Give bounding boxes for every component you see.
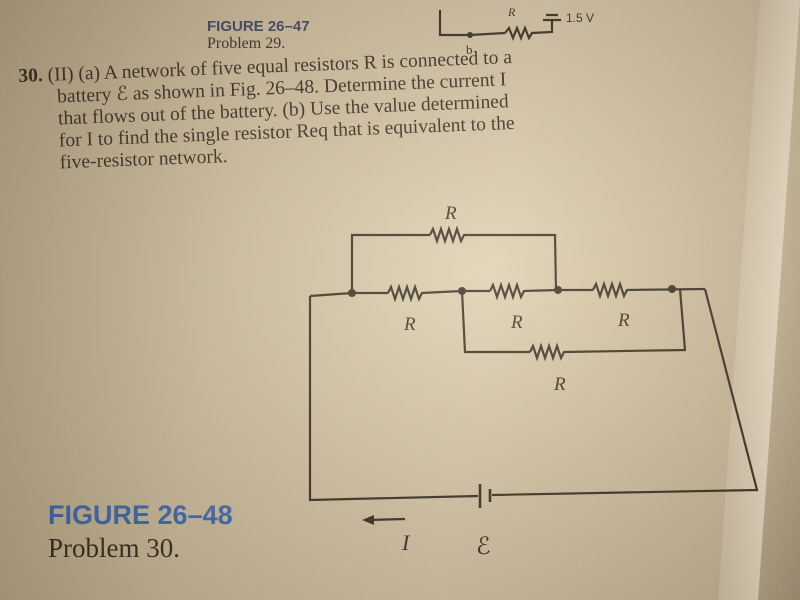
figure-caption: Problem 30. bbox=[48, 533, 180, 563]
wire bbox=[350, 233, 430, 293]
resistor-label: R bbox=[553, 374, 566, 395]
resistor-middle-left bbox=[387, 283, 490, 303]
figure-title: FIGURE 26–47 bbox=[207, 18, 310, 35]
resistor-middle-right bbox=[592, 280, 706, 300]
battery-symbol bbox=[478, 484, 492, 508]
resistor-label: R bbox=[444, 203, 457, 224]
resistor-bottom bbox=[529, 288, 687, 362]
resistor-middle-center bbox=[489, 281, 593, 301]
wire bbox=[491, 288, 759, 497]
figure-title: FIGURE 26–48 bbox=[48, 500, 233, 530]
figure-26-48-caption: FIGURE 26–48 Problem 30. bbox=[48, 500, 233, 564]
resistor-label: R bbox=[507, 5, 516, 19]
wire bbox=[460, 290, 530, 354]
resistor-label: R bbox=[403, 314, 416, 335]
node-label: b bbox=[466, 42, 473, 57]
resistor-label: R bbox=[617, 310, 630, 331]
battery-symbol bbox=[543, 13, 561, 22]
resistor-top bbox=[429, 225, 558, 291]
nodes bbox=[348, 32, 676, 297]
current-label: I bbox=[401, 530, 411, 555]
figure-26-47-caption: FIGURE 26–47 Problem 29. bbox=[207, 18, 310, 53]
figure-caption: Problem 29. bbox=[207, 35, 286, 52]
emf-label: ℰ bbox=[476, 532, 491, 560]
wire bbox=[308, 296, 479, 502]
arrow-head-icon bbox=[362, 515, 374, 525]
current-arrow bbox=[367, 517, 406, 522]
resistor-label: R bbox=[510, 312, 523, 333]
voltage-label: 1.5 V bbox=[566, 11, 594, 25]
resistor-zigzag bbox=[504, 20, 554, 41]
wire bbox=[438, 10, 506, 37]
